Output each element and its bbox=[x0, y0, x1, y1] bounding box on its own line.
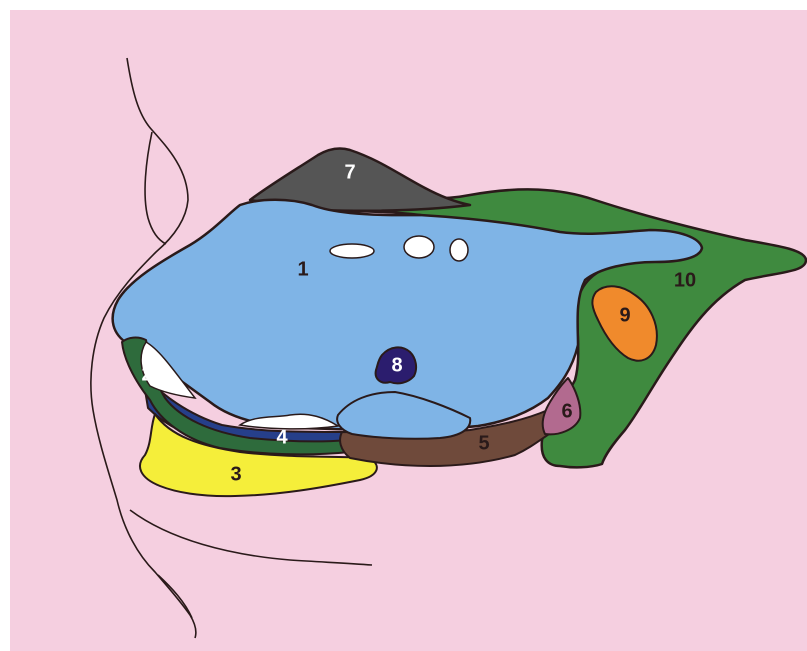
label-8: 8 bbox=[391, 354, 402, 376]
label-3: 3 bbox=[230, 463, 241, 485]
label-1: 1 bbox=[297, 258, 308, 280]
label-5: 5 bbox=[478, 432, 489, 454]
label-2: 2 bbox=[141, 363, 152, 385]
white-hole-2 bbox=[404, 236, 434, 258]
label-4: 4 bbox=[276, 426, 288, 448]
label-9: 9 bbox=[619, 304, 630, 326]
label-6: 6 bbox=[561, 400, 572, 422]
white-hole-1 bbox=[330, 244, 374, 258]
white-hole-3 bbox=[450, 239, 468, 261]
label-10: 10 bbox=[674, 269, 696, 291]
label-7: 7 bbox=[344, 161, 355, 183]
